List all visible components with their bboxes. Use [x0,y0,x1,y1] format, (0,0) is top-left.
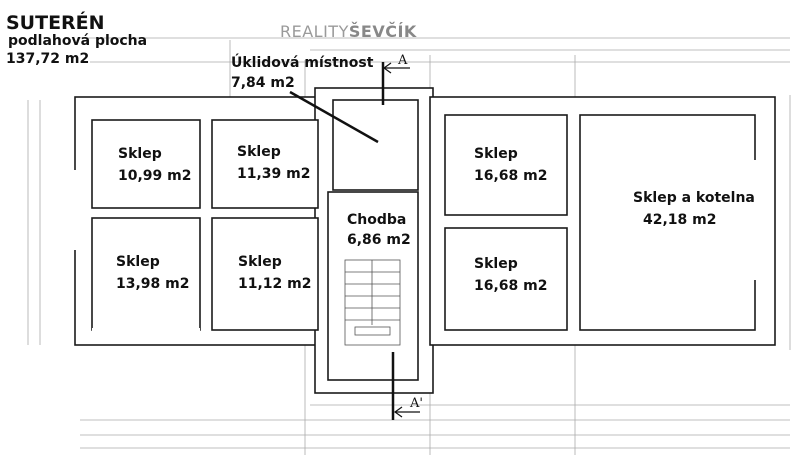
section-mark-bottom: A' [410,396,423,411]
room-area: 11,39 m2 [237,166,311,182]
section-mark-top: A [398,53,408,68]
room-area: 7,84 m2 [231,75,295,91]
room-name: Sklep [237,144,281,160]
room-label: Úklidová místnost 7,84 m2 [231,54,373,92]
room-label: Sklep 11,39 m2 [237,143,311,183]
watermark-brand: ŠEVČÍK [348,22,417,41]
room-area: 6,86 m2 [347,232,411,248]
room-area: 16,68 m2 [474,168,548,184]
room-label: Sklep 16,68 m2 [474,255,548,295]
walls [74,87,776,394]
room-name: Sklep [238,254,282,270]
floor-subtitle: podlahová plocha [8,33,148,49]
room-area: 42,18 m2 [643,212,717,228]
room-name: Úklidová místnost [231,55,374,71]
section-lines [289,62,395,420]
room-label: Sklep 13,98 m2 [116,253,190,293]
room-name: Sklep [116,254,160,270]
room-name: Sklep [474,256,518,272]
room-name: Sklep [474,146,518,162]
section-arrows [382,62,420,418]
floor-title: SUTERÉN [6,12,105,34]
room-label: Sklep 11,12 m2 [238,253,312,293]
room-name: Sklep [118,146,162,162]
room-name: Sklep a kotelna [633,190,755,206]
room-name: Chodba [347,212,407,228]
room-area: 10,99 m2 [118,168,192,184]
watermark-prefix: REALITY [280,22,349,41]
wall-gaps [73,160,757,332]
room-area: 16,68 m2 [474,278,548,294]
total-area: 137,72 m2 [6,51,90,67]
room-area: 11,12 m2 [238,276,312,292]
room-label: Sklep 10,99 m2 [118,145,192,185]
room-label: Sklep a kotelna 42,18 m2 [633,189,755,229]
watermark-logo: REALITYŠEVČÍK [280,22,417,41]
room-label: Sklep 16,68 m2 [474,145,548,185]
room-area: 13,98 m2 [116,276,190,292]
room-label: Chodba 6,86 m2 [347,211,411,249]
stairs [344,259,401,346]
